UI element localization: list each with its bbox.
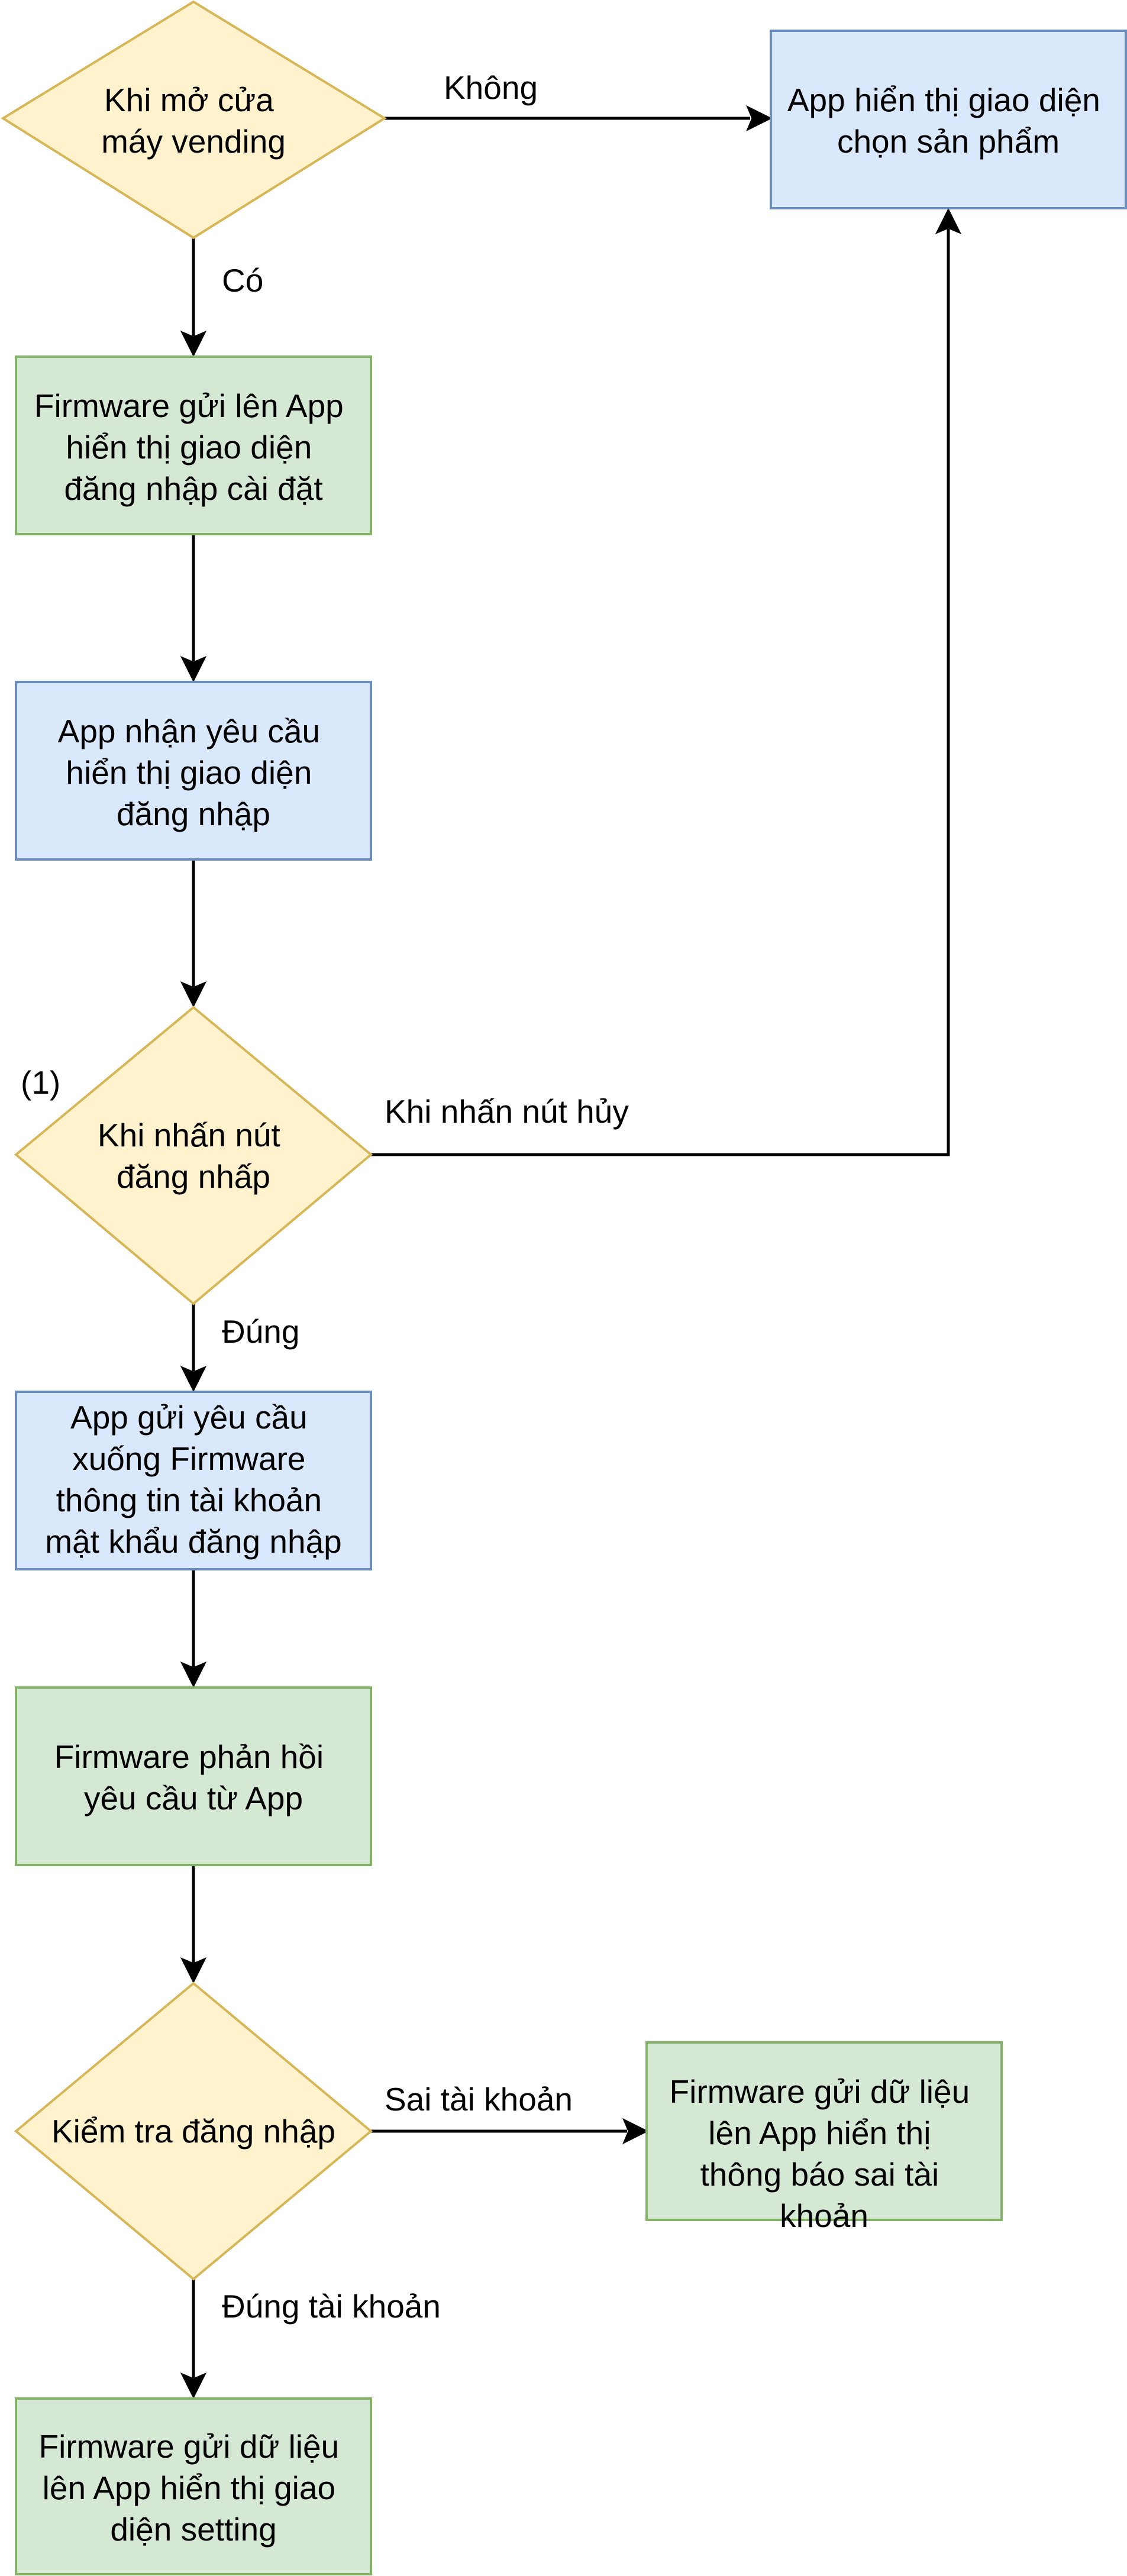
process-setting-ui: Firmware gửi dữ liệu lên App hiển thị gi…	[15, 2397, 372, 2575]
process-fw-respond: Firmware phản hồi yêu cầu từ App	[15, 1686, 372, 1866]
annotation-marker: (1)	[21, 1064, 60, 1101]
edge-press-login-to-app-send	[180, 1304, 207, 1392]
process-fw-login-ui: Firmware gửi lên App hiển thị giao diện …	[15, 355, 372, 535]
node-label: Firmware gửi dữ liệu lên App hiển thị gi…	[39, 2428, 348, 2548]
node-label: App gửi yêu cầu xuống Firmware thông tin…	[45, 1399, 342, 1560]
decision-check-login: Kiểm tra đăng nhập	[14, 1982, 373, 2281]
edge-label-right-account: Đúng tài khoản	[222, 2288, 441, 2325]
edge-label-no: Không	[444, 69, 538, 106]
process-product-ui: App hiển thị giao diện chọn sản phẩm	[770, 30, 1127, 209]
node-label: Firmware gửi lên App hiển thị giao diện …	[34, 387, 353, 507]
node-label: Kiểm tra đăng nhập	[51, 2113, 335, 2150]
node-label: Khi mở cửa máy vending	[101, 82, 286, 160]
edge-label-correct: Đúng	[222, 1313, 299, 1350]
node-label: Firmware gửi dữ liệu lên App hiển thị th…	[670, 2073, 979, 2234]
node-label: App hiển thị giao diện chọn sản phẩm	[787, 82, 1109, 160]
process-wrong-account: Firmware gửi dữ liệu lên App hiển thị th…	[645, 2041, 1003, 2234]
decision-press-login: Khi nhấn nút đăng nhấp	[14, 1006, 373, 1305]
edge-app-receive-to-press-login	[180, 859, 207, 1008]
edge-door-to-fw-login	[180, 238, 207, 357]
node-label: Khi nhấn nút đăng nhấp	[98, 1117, 289, 1195]
edge-check-login-to-wrong-account	[371, 2118, 649, 2145]
process-app-send: App gửi yêu cầu xuống Firmware thông tin…	[15, 1391, 372, 1570]
node-label: App nhận yêu cầu hiển thị giao diện đăng…	[58, 713, 330, 832]
edge-door-to-product	[385, 105, 773, 132]
edge-check-login-to-setting	[180, 2279, 207, 2399]
decision-door-open: Khi mở cửa máy vending	[1, 0, 387, 240]
edge-fw-login-to-app-receive	[180, 534, 207, 683]
edge-label-wrong: Sai tài khoản	[385, 2081, 573, 2118]
process-app-receive: App nhận yêu cầu hiển thị giao diện đăng…	[15, 681, 372, 861]
edge-label-yes: Có	[222, 262, 263, 299]
edge-fw-respond-to-check-login	[180, 1865, 207, 1984]
node-label: Firmware phản hồi yêu cầu từ App	[54, 1738, 333, 1817]
edge-label-cancel: Khi nhấn nút hủy	[385, 1093, 629, 1130]
edge-press-login-cancel-to-product	[371, 208, 962, 1156]
edge-app-send-to-fw-respond	[180, 1569, 207, 1688]
